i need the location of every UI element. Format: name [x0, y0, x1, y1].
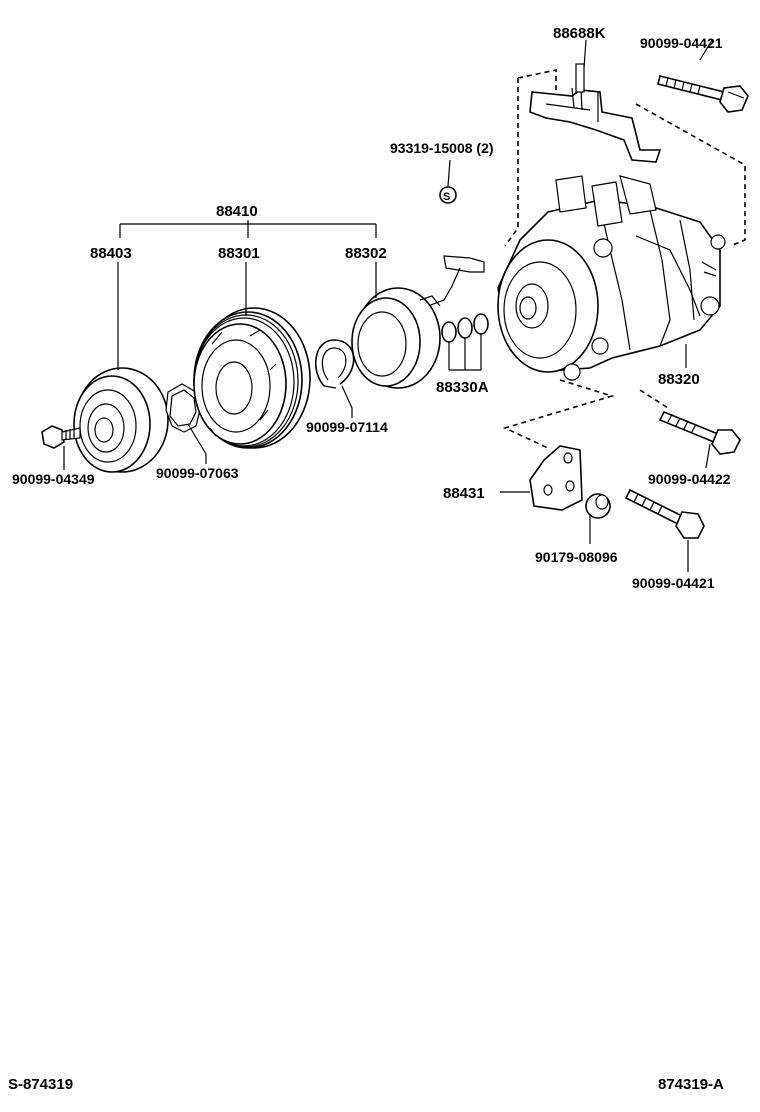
footer-right-code: 874319-A	[658, 1076, 724, 1093]
label-bolt-left: 90099-04349	[12, 471, 95, 487]
label-clutch-assy: 88410	[216, 203, 258, 220]
leader-88688K	[583, 39, 587, 69]
label-compressor: 88320	[658, 371, 700, 388]
label-bolt-top: 90099-04421	[640, 35, 723, 51]
collar	[585, 493, 611, 519]
leader-shim	[187, 423, 207, 464]
leader-bolt-top	[699, 39, 713, 61]
pulley	[193, 307, 311, 449]
label-pulley: 88301	[218, 245, 260, 262]
bolt-left	[41, 425, 81, 449]
mounting-dashed-outline	[502, 69, 746, 449]
leader-bolt-right	[705, 443, 711, 469]
label-shim: 90099-07063	[156, 465, 239, 481]
label-o-rings: 88330A	[436, 379, 489, 396]
plate	[529, 445, 583, 511]
label-collar: 90179-08096	[535, 549, 618, 565]
clutch-hub	[73, 367, 169, 473]
bolt-top	[657, 75, 749, 113]
clutch-assy-bracket	[119, 220, 377, 238]
leader-o-rings	[448, 334, 482, 371]
snap-ring	[315, 339, 355, 389]
label-plate: 88431	[443, 485, 485, 502]
screw-93319: S	[439, 186, 457, 204]
leader-snap-ring	[341, 385, 353, 418]
compressor	[497, 175, 726, 381]
label-88688K: 88688K	[553, 25, 606, 42]
leader-93319	[447, 159, 451, 187]
footer-left-code: S-874319	[8, 1076, 73, 1093]
bolt-bottom	[624, 488, 705, 539]
label-hub: 88403	[90, 245, 132, 262]
label-stator: 88302	[345, 245, 387, 262]
shim	[165, 383, 201, 433]
label-bolt-right: 90099-04422	[648, 471, 731, 487]
svg-text:S: S	[443, 191, 450, 203]
label-bolt-bottom: 90099-04421	[632, 575, 715, 591]
wire-connector	[427, 255, 485, 307]
bolt-right	[658, 410, 741, 455]
label-screw-93319: 93319-15008 (2)	[390, 140, 494, 156]
label-snap-ring: 90099-07114	[306, 419, 388, 435]
stator	[351, 287, 441, 389]
bracket-88688K	[529, 63, 662, 163]
